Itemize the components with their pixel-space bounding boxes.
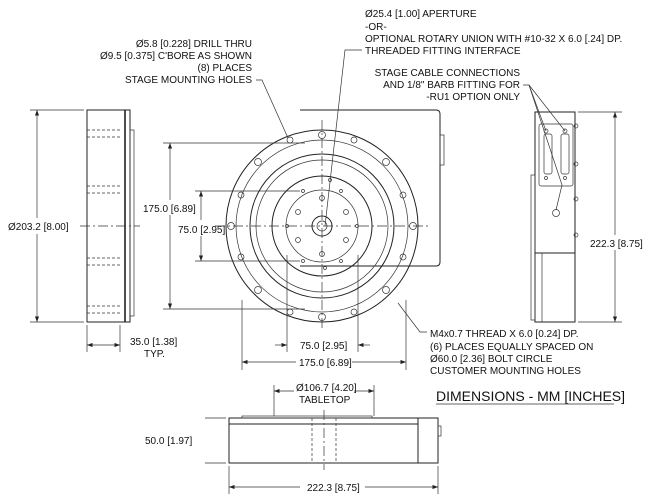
- right-side-view: [530, 111, 579, 323]
- aperture-note: Ø25.4 [1.00] APERTURE -OR- OPTIONAL ROTA…: [324, 9, 622, 227]
- tabletop-label: TABLETOP: [299, 395, 351, 406]
- customer-holes-note: M4x0.7 THREAD X 6.0 [0.24] DP. (6) PLACE…: [397, 302, 593, 377]
- left-side-view: [80, 109, 140, 323]
- height-dimension: 50.0 [1.97]: [145, 417, 226, 464]
- v175-label: 175.0 [6.89]: [143, 204, 196, 215]
- bottom-view: [228, 410, 442, 470]
- svg-text:-RU1 OPTION ONLY: -RU1 OPTION ONLY: [426, 92, 520, 103]
- svg-text:-OR-: -OR-: [365, 22, 387, 33]
- thickness-label: 35.0 [1.38]: [130, 337, 177, 348]
- svg-text:Ø5.8 [0.228] DRILL THRU: Ø5.8 [0.228] DRILL THRU: [136, 39, 252, 50]
- tabletop-dimension: Ø106.7 [4.20] TABLETOP: [273, 383, 375, 416]
- svg-text:M4x0.7 THREAD X 6.0 [0.24] DP.: M4x0.7 THREAD X 6.0 [0.24] DP.: [430, 329, 579, 340]
- tabletop-diameter-label: Ø106.7 [4.20]: [296, 383, 357, 394]
- svg-text:Ø25.4 [1.00] APERTURE: Ø25.4 [1.00] APERTURE: [365, 9, 477, 20]
- h175-label: 175.0 [6.89]: [299, 358, 352, 369]
- side-height-label: 222.3 [8.75]: [590, 239, 643, 250]
- height-label: 50.0 [1.97]: [145, 436, 192, 447]
- bottom-width-label: 222.3 [8.75]: [307, 483, 360, 494]
- v75-label: 75.0 [2.95]: [178, 225, 225, 236]
- front-vertical-dimensions: 175.0 [6.89] 75.0 [2.95]: [143, 142, 305, 310]
- bottom-width-dimension: 222.3 [8.75]: [228, 466, 439, 494]
- svg-text:(8) PLACES: (8) PLACES: [198, 63, 253, 74]
- units-note: DIMENSIONS - MM [INCHES]: [436, 388, 625, 405]
- front-view: [215, 109, 445, 330]
- h75-label: 75.0 [2.95]: [300, 341, 347, 352]
- diameter-label: Ø203.2 [8.00]: [8, 222, 69, 233]
- svg-text:AND 1/8" BARB FITTING FOR: AND 1/8" BARB FITTING FOR: [383, 80, 520, 91]
- thickness-dimension: 35.0 [1.38] TYP.: [86, 325, 177, 360]
- customer-mounting-holes: [285, 178, 359, 270]
- thickness-typ-label: TYP.: [144, 349, 165, 360]
- side-height-dimension: 222.3 [8.75]: [578, 111, 643, 323]
- front-horizontal-dimensions: 75.0 [2.95] 175.0 [6.89]: [241, 255, 407, 370]
- svg-text:CUSTOMER MOUNTING HOLES: CUSTOMER MOUNTING HOLES: [430, 366, 581, 377]
- diameter-dimension: Ø203.2 [8.00]: [8, 109, 84, 323]
- units-label: DIMENSIONS - MM [INCHES]: [436, 388, 625, 404]
- svg-text:Ø60.0 [2.36] BOLT CIRCLE: Ø60.0 [2.36] BOLT CIRCLE: [430, 354, 553, 365]
- svg-text:(6) PLACES EQUALLY SPACED ON: (6) PLACES EQUALLY SPACED ON: [430, 342, 593, 353]
- svg-text:THREADED FITTING INTERFACE: THREADED FITTING INTERFACE: [365, 46, 521, 57]
- svg-text:OPTIONAL ROTARY UNION WITH #10: OPTIONAL ROTARY UNION WITH #10-32 X 6.0 …: [365, 34, 622, 45]
- cable-note: STAGE CABLE CONNECTIONS AND 1/8" BARB FI…: [375, 68, 566, 211]
- svg-text:Ø9.5 [0.375] C'BORE AS SHOWN: Ø9.5 [0.375] C'BORE AS SHOWN: [100, 51, 252, 62]
- svg-text:STAGE MOUNTING HOLES: STAGE MOUNTING HOLES: [125, 75, 252, 86]
- svg-text:STAGE CABLE CONNECTIONS: STAGE CABLE CONNECTIONS: [375, 68, 521, 79]
- mounting-holes-note: Ø5.8 [0.228] DRILL THRU Ø9.5 [0.375] C'B…: [100, 39, 289, 139]
